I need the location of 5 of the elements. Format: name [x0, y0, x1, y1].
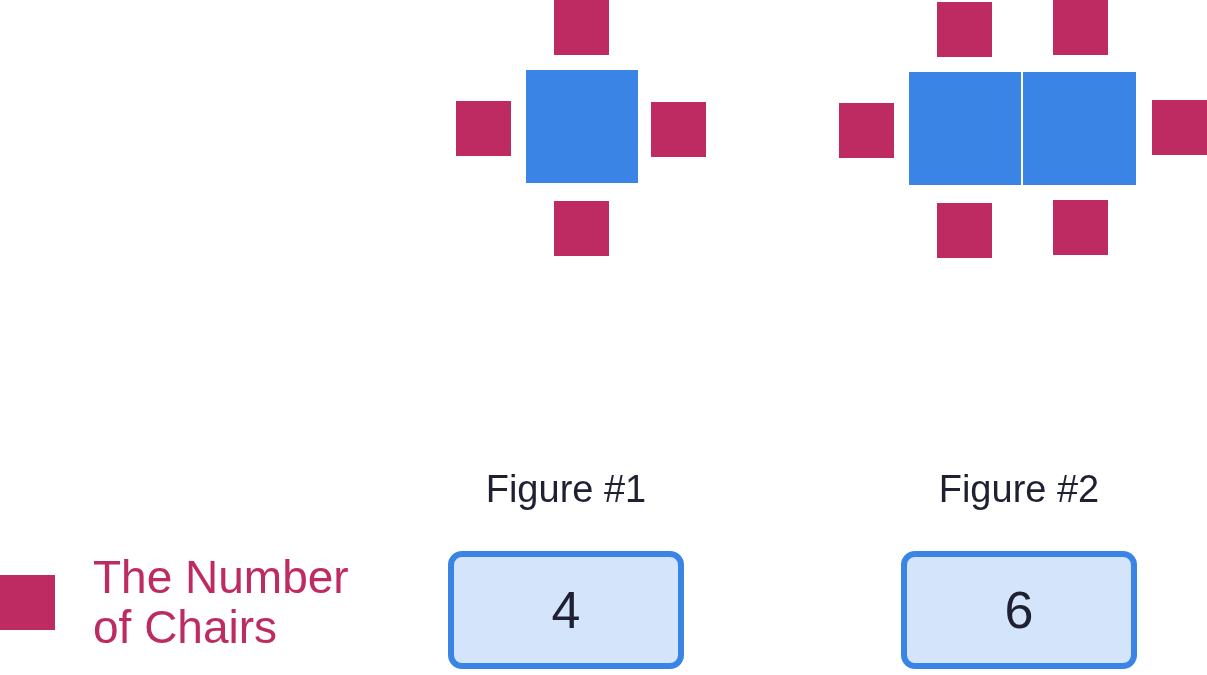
- figure-heading: Figure #2: [938, 467, 1100, 512]
- figure-heading: Figure #1: [485, 467, 647, 512]
- count-box: 6: [901, 551, 1137, 669]
- legend-label: The Number of Chairs: [93, 552, 350, 652]
- count-box: 4: [448, 551, 684, 669]
